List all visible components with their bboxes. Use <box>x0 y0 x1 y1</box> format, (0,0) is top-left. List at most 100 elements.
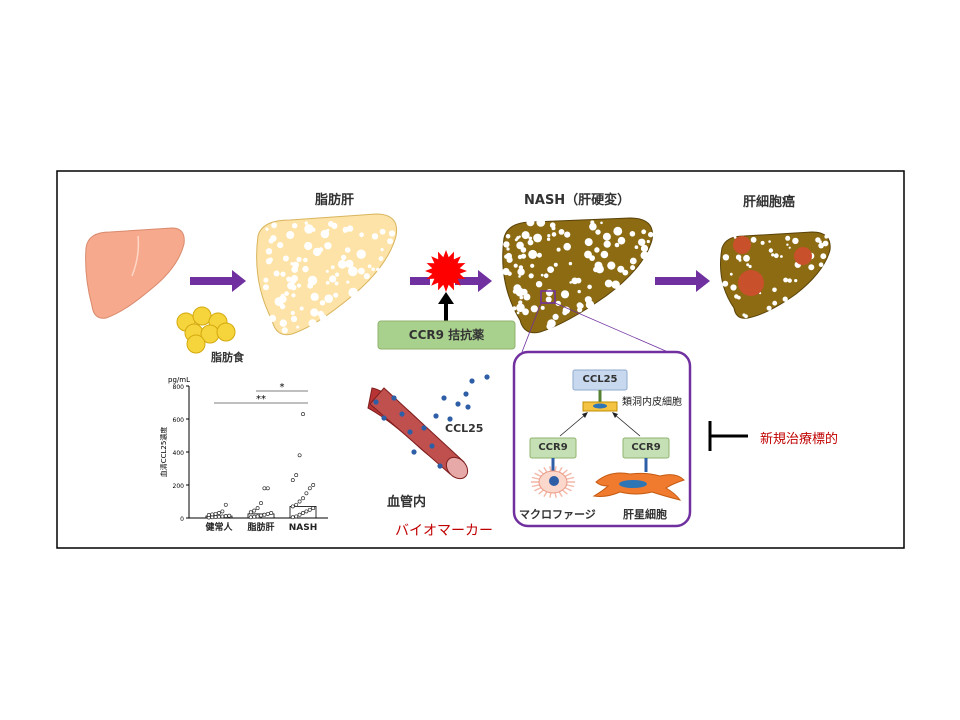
fat-droplet <box>516 311 520 315</box>
fat-droplet <box>380 248 384 252</box>
ccr9-stellate-text: CCR9 <box>631 442 661 453</box>
significance-label: * <box>280 382 285 393</box>
fat-droplet <box>310 308 319 317</box>
fat-droplet <box>270 316 275 321</box>
fat-droplet <box>263 277 269 283</box>
fat-droplet <box>318 247 324 252</box>
fat-droplet <box>265 227 269 231</box>
fat-droplet <box>514 238 518 242</box>
vessel-molecule <box>399 411 405 417</box>
fat-droplet <box>587 284 592 290</box>
fat-droplet <box>304 221 308 225</box>
fat-droplet <box>281 327 288 334</box>
fat-droplet <box>307 275 318 286</box>
fat-droplet <box>517 268 525 276</box>
lsec-nucleus <box>593 403 607 409</box>
fat-droplet <box>528 236 533 241</box>
fat-droplet <box>629 231 636 237</box>
fat-droplet <box>279 319 287 327</box>
data-point <box>290 478 295 483</box>
fat-droplet <box>602 232 611 241</box>
fat-droplet <box>290 310 295 316</box>
tumor-nodule <box>733 236 751 254</box>
fat-droplet <box>335 272 340 277</box>
fat-droplet <box>292 223 298 229</box>
fat-droplet <box>815 237 821 243</box>
data-point <box>210 512 215 517</box>
fat-droplet <box>284 291 289 296</box>
fat-droplet <box>530 263 535 268</box>
fat-droplet <box>296 325 300 329</box>
data-point <box>206 513 211 517</box>
vessel-molecule <box>381 415 387 421</box>
fat-droplet <box>600 250 609 259</box>
fat-droplet <box>299 306 304 311</box>
fat-droplet <box>594 247 600 253</box>
data-point <box>301 412 305 417</box>
fat-droplet <box>546 237 551 241</box>
fat-droplet <box>772 287 777 293</box>
fat-droplet <box>528 249 538 259</box>
fat-droplet <box>535 281 543 288</box>
fat-droplet <box>547 234 551 238</box>
fat-droplet <box>553 262 558 267</box>
fat-droplet <box>367 264 372 269</box>
fat-droplet <box>379 228 386 235</box>
fat-droplet <box>552 313 559 320</box>
fat-droplet <box>568 261 573 266</box>
fat-droplet <box>746 263 750 267</box>
tumor-nodule <box>794 247 812 265</box>
fat-droplet <box>549 222 556 228</box>
fat-droplet <box>521 231 530 240</box>
data-point <box>213 511 218 516</box>
fat-droplet <box>604 279 613 288</box>
fat-droplet <box>595 229 601 235</box>
fat-droplet <box>319 300 326 306</box>
fat-droplet <box>290 262 294 266</box>
fat-droplet <box>577 307 583 313</box>
fat-droplet <box>271 222 277 229</box>
fat-droplet <box>378 256 384 261</box>
data-point <box>255 514 260 519</box>
fat-droplet <box>614 242 620 248</box>
data-point <box>304 509 309 514</box>
fat-droplet <box>516 241 524 250</box>
data-point <box>297 453 302 458</box>
data-point <box>290 515 295 520</box>
fat-droplet <box>518 235 521 238</box>
fat-droplet <box>744 314 748 319</box>
fat-droplet <box>824 234 829 239</box>
fat-droplet <box>325 280 330 285</box>
fat-droplet <box>291 275 298 282</box>
fat-droplet <box>358 267 365 275</box>
fat-droplet <box>506 256 513 263</box>
fat-droplet <box>589 255 595 261</box>
x-tick-label: 脂肪肝 <box>246 521 274 533</box>
fat-droplet <box>638 238 646 246</box>
fat-droplet <box>822 240 829 247</box>
fat-droplet <box>640 251 649 260</box>
ccl25-molecule <box>441 395 447 401</box>
y-tick-label: 600 <box>173 417 185 424</box>
fat-droplet <box>629 257 637 265</box>
fat-droplet <box>324 242 332 250</box>
ccl25-molecule <box>463 391 469 397</box>
vessel-molecule <box>391 395 397 401</box>
fat-droplet <box>578 303 584 309</box>
fat-droplet <box>359 232 364 238</box>
fat-droplet <box>387 238 394 245</box>
fat-droplet <box>503 241 510 248</box>
fat-droplet <box>646 239 650 244</box>
ccl25-molecules <box>433 374 490 422</box>
fat-droplet <box>324 294 334 304</box>
fat-droplet <box>590 220 595 225</box>
fat-droplet <box>641 229 647 235</box>
fat-droplet <box>730 284 737 291</box>
data-point <box>248 515 253 520</box>
fat-droplet <box>308 319 317 328</box>
y-tick-label: 800 <box>173 384 185 391</box>
fat-droplet <box>519 295 524 300</box>
fat-droplet <box>270 235 277 242</box>
healthy-liver <box>85 227 185 319</box>
